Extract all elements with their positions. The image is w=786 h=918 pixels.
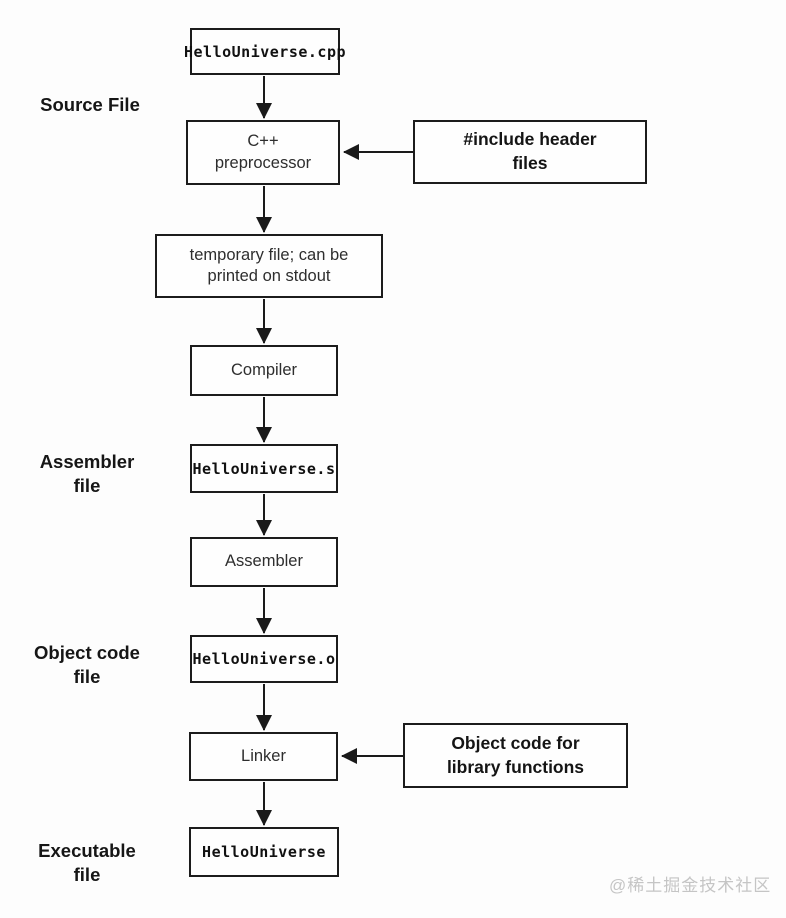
watermark-text: @稀土掘金技术社区 bbox=[609, 876, 772, 895]
side-label-object-code-file: Object code file bbox=[34, 642, 140, 688]
node-preprocessor: C++ preprocessor bbox=[186, 120, 340, 185]
node-library-objects: Object code for library functions bbox=[403, 723, 628, 788]
node-assembler-file: HelloUniverse.s bbox=[190, 444, 338, 493]
node-compiler: Compiler bbox=[190, 345, 338, 396]
node-object-file: HelloUniverse.o bbox=[190, 635, 338, 683]
node-source-code-file: HelloUniverse.cpp bbox=[184, 28, 346, 75]
node-include-headers: #include header files bbox=[413, 120, 647, 184]
node-executable: HelloUniverse bbox=[189, 827, 339, 877]
node-linker: Linker bbox=[189, 732, 338, 781]
side-label-executable-file: Executable file bbox=[38, 840, 136, 886]
side-label-assembler-file: Assembler file bbox=[39, 451, 135, 497]
side-label-source-file: Source File bbox=[40, 94, 140, 115]
node-temp-file: temporary file; can be printed on stdout bbox=[155, 234, 383, 298]
node-assembler: Assembler bbox=[190, 537, 338, 587]
